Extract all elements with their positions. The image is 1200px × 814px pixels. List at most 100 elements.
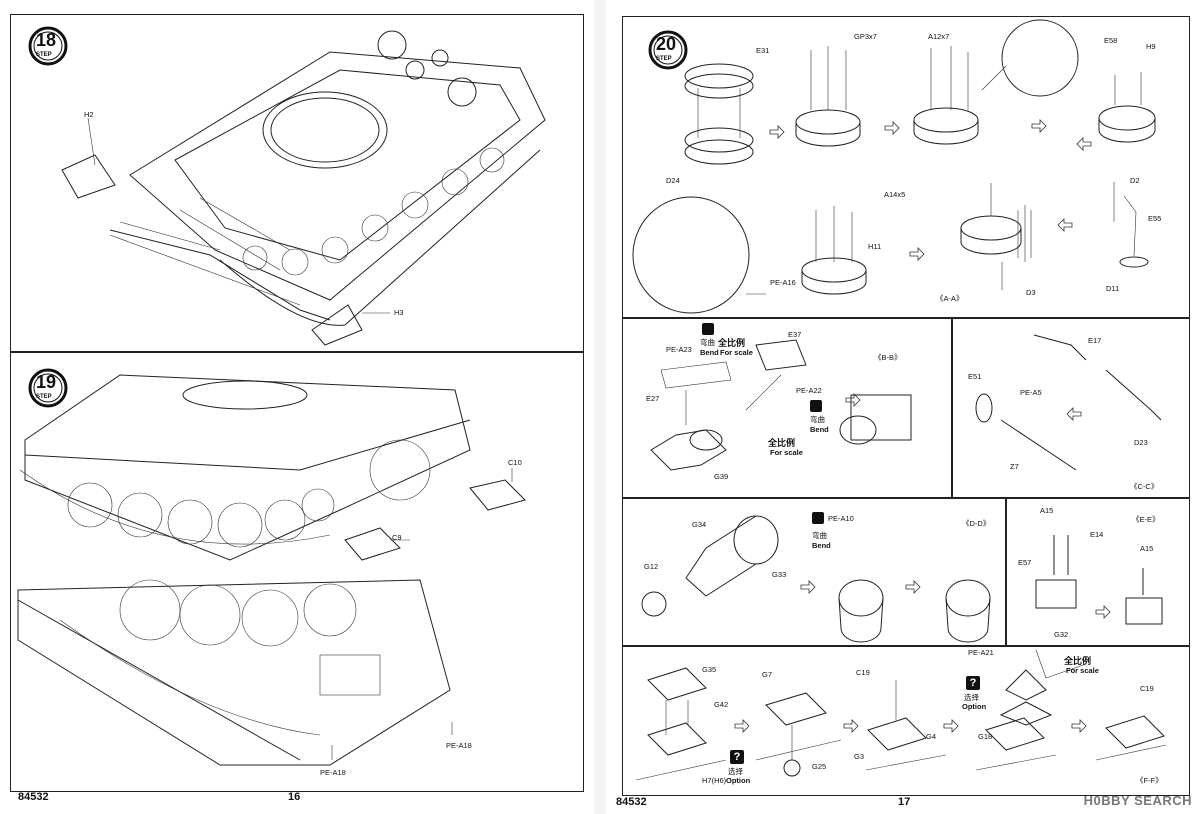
option-note-1: ? bbox=[722, 750, 752, 764]
bend-en-bb-1: Bend bbox=[700, 348, 719, 357]
part-label-gp3x7: GP3x7 bbox=[854, 32, 877, 41]
part-label-pe-a18-right: PE-A18 bbox=[446, 741, 472, 750]
part-label-d23: D23 bbox=[1134, 438, 1148, 447]
scale-cn-bb-2: 全比例 bbox=[768, 438, 796, 448]
option-note-2: ? bbox=[958, 676, 988, 690]
option-cn-2: 选择 bbox=[964, 693, 979, 702]
scale-cn-ff: 全比例 bbox=[1064, 656, 1092, 666]
step-18-badge bbox=[28, 26, 68, 66]
part-label-g7: G7 bbox=[762, 670, 773, 679]
part-label-e27: E27 bbox=[646, 394, 660, 403]
step-19-panel bbox=[10, 352, 584, 792]
option-icon-1: ? bbox=[730, 750, 744, 764]
scale-en-bb-2: For scale bbox=[770, 448, 803, 457]
bend-icon-bb-1 bbox=[702, 323, 714, 335]
page-number-left: 16 bbox=[288, 791, 301, 803]
step-19-word: STEP bbox=[36, 394, 52, 400]
catalog-number-left: 84532 bbox=[18, 791, 49, 803]
part-label-e17: E17 bbox=[1088, 336, 1102, 345]
step-20-main-panel bbox=[622, 16, 1190, 318]
part-label-g33: G33 bbox=[772, 570, 787, 579]
page-number-right: 17 bbox=[898, 796, 911, 808]
box-f-f bbox=[622, 646, 1190, 796]
scale-en-bb-1: For scale bbox=[720, 348, 753, 357]
scale-cn-bb-1: 全比例 bbox=[718, 338, 746, 348]
part-label-d11: D11 bbox=[1106, 284, 1120, 293]
page-gutter bbox=[594, 0, 606, 814]
part-label-g4: G4 bbox=[926, 732, 937, 741]
bend-cn-bb-2: 弯曲 bbox=[810, 415, 825, 424]
box-d-d bbox=[622, 498, 1006, 646]
bend-en-bb-2: Bend bbox=[810, 425, 829, 434]
step-20-assembly-drawings bbox=[632, 19, 1167, 781]
option-cn-1: 选择 bbox=[728, 767, 743, 776]
step-20-word: STEP bbox=[656, 56, 672, 62]
box-e-e bbox=[1006, 498, 1190, 646]
part-label-e31: E31 bbox=[756, 46, 770, 55]
part-label-g34: G34 bbox=[692, 520, 707, 529]
part-label-g12: G12 bbox=[644, 562, 659, 571]
part-label-pe-a22: PE-A22 bbox=[796, 386, 822, 395]
part-label-d3: D3 bbox=[1026, 288, 1036, 297]
part-label-c19-right: C19 bbox=[1140, 684, 1154, 693]
box-c-c bbox=[952, 318, 1190, 498]
part-label-h9: H9 bbox=[1146, 42, 1156, 51]
part-label-e51: E51 bbox=[968, 372, 982, 381]
part-label-d24: D24 bbox=[666, 176, 680, 185]
instruction-page-right: 20 STEP bbox=[606, 0, 1200, 814]
part-label-e37: E37 bbox=[788, 330, 802, 339]
view-label-f-f: 《F-F》 bbox=[1136, 776, 1163, 785]
part-label-g32: G32 bbox=[1054, 630, 1069, 639]
step-19-badge bbox=[28, 368, 68, 408]
part-label-g18: G18 bbox=[978, 732, 993, 741]
bend-icon-dd bbox=[812, 512, 824, 524]
part-label-e55: E55 bbox=[1148, 214, 1162, 223]
box-b-b bbox=[622, 318, 952, 498]
step-18-panel bbox=[10, 14, 584, 352]
step-19-number: 19 bbox=[36, 372, 57, 392]
part-label-pe-a21: PE-A21 bbox=[968, 648, 994, 657]
part-label-g35: G35 bbox=[702, 665, 717, 674]
option-icon-2: ? bbox=[966, 676, 980, 690]
part-label-e57: E57 bbox=[1018, 558, 1032, 567]
step-18-word: STEP bbox=[36, 52, 52, 58]
part-label-g3: G3 bbox=[854, 752, 865, 761]
part-label-a14x5: A14x5 bbox=[884, 190, 906, 199]
step-20-number: 20 bbox=[656, 34, 677, 54]
step-18-tank-drawing bbox=[61, 30, 546, 346]
part-label-g39: G39 bbox=[714, 472, 729, 481]
part-label-h3: H3 bbox=[394, 308, 404, 317]
step-18-number: 18 bbox=[36, 30, 57, 50]
part-label-c9: C9 bbox=[392, 533, 402, 542]
watermark-logo: H0BBY SEARCH bbox=[1083, 793, 1192, 808]
part-label-a15-left: A15 bbox=[1040, 506, 1054, 515]
part-label-e58: E58 bbox=[1104, 36, 1118, 45]
part-label-pe-a18-left: PE-A18 bbox=[320, 768, 346, 777]
bend-icon-bb-2 bbox=[810, 400, 822, 412]
catalog-number-right: 84532 bbox=[616, 796, 647, 808]
bend-en-dd: Bend bbox=[812, 541, 831, 550]
part-label-pe-a10: PE-A10 bbox=[828, 514, 854, 523]
instruction-page-left: 18 STEP H2 H3 19 STEP bbox=[0, 0, 594, 814]
part-label-pe-a16: PE-A16 bbox=[770, 278, 796, 287]
part-label-h11: H11 bbox=[868, 242, 882, 251]
part-label-a15-right: A15 bbox=[1140, 544, 1154, 553]
option-en-1: Option bbox=[726, 776, 751, 785]
part-label-c10: C10 bbox=[508, 458, 522, 467]
scale-en-ff: For scale bbox=[1066, 666, 1099, 675]
part-label-g42: G42 bbox=[714, 700, 729, 709]
view-label-a-a: 《A-A》 bbox=[936, 294, 964, 303]
part-label-h7-h6: H7(H6) bbox=[702, 776, 727, 785]
step-19-tank-drawing bbox=[17, 374, 526, 766]
part-label-a12x7: A12x7 bbox=[928, 32, 950, 41]
part-label-pe-a23: PE-A23 bbox=[666, 345, 692, 354]
view-label-b-b: 《B-B》 bbox=[874, 353, 902, 362]
view-label-d-d: 《D-D》 bbox=[962, 519, 991, 528]
part-label-d2: D2 bbox=[1130, 176, 1140, 185]
part-label-h2: H2 bbox=[84, 110, 94, 119]
view-label-e-e: 《E-E》 bbox=[1132, 515, 1160, 524]
part-label-pe-a5: PE-A5 bbox=[1020, 388, 1042, 397]
bend-cn-bb-1: 弯曲 bbox=[700, 338, 715, 347]
view-label-c-c: 《C-C》 bbox=[1130, 482, 1159, 491]
step-20-badge bbox=[648, 30, 688, 70]
